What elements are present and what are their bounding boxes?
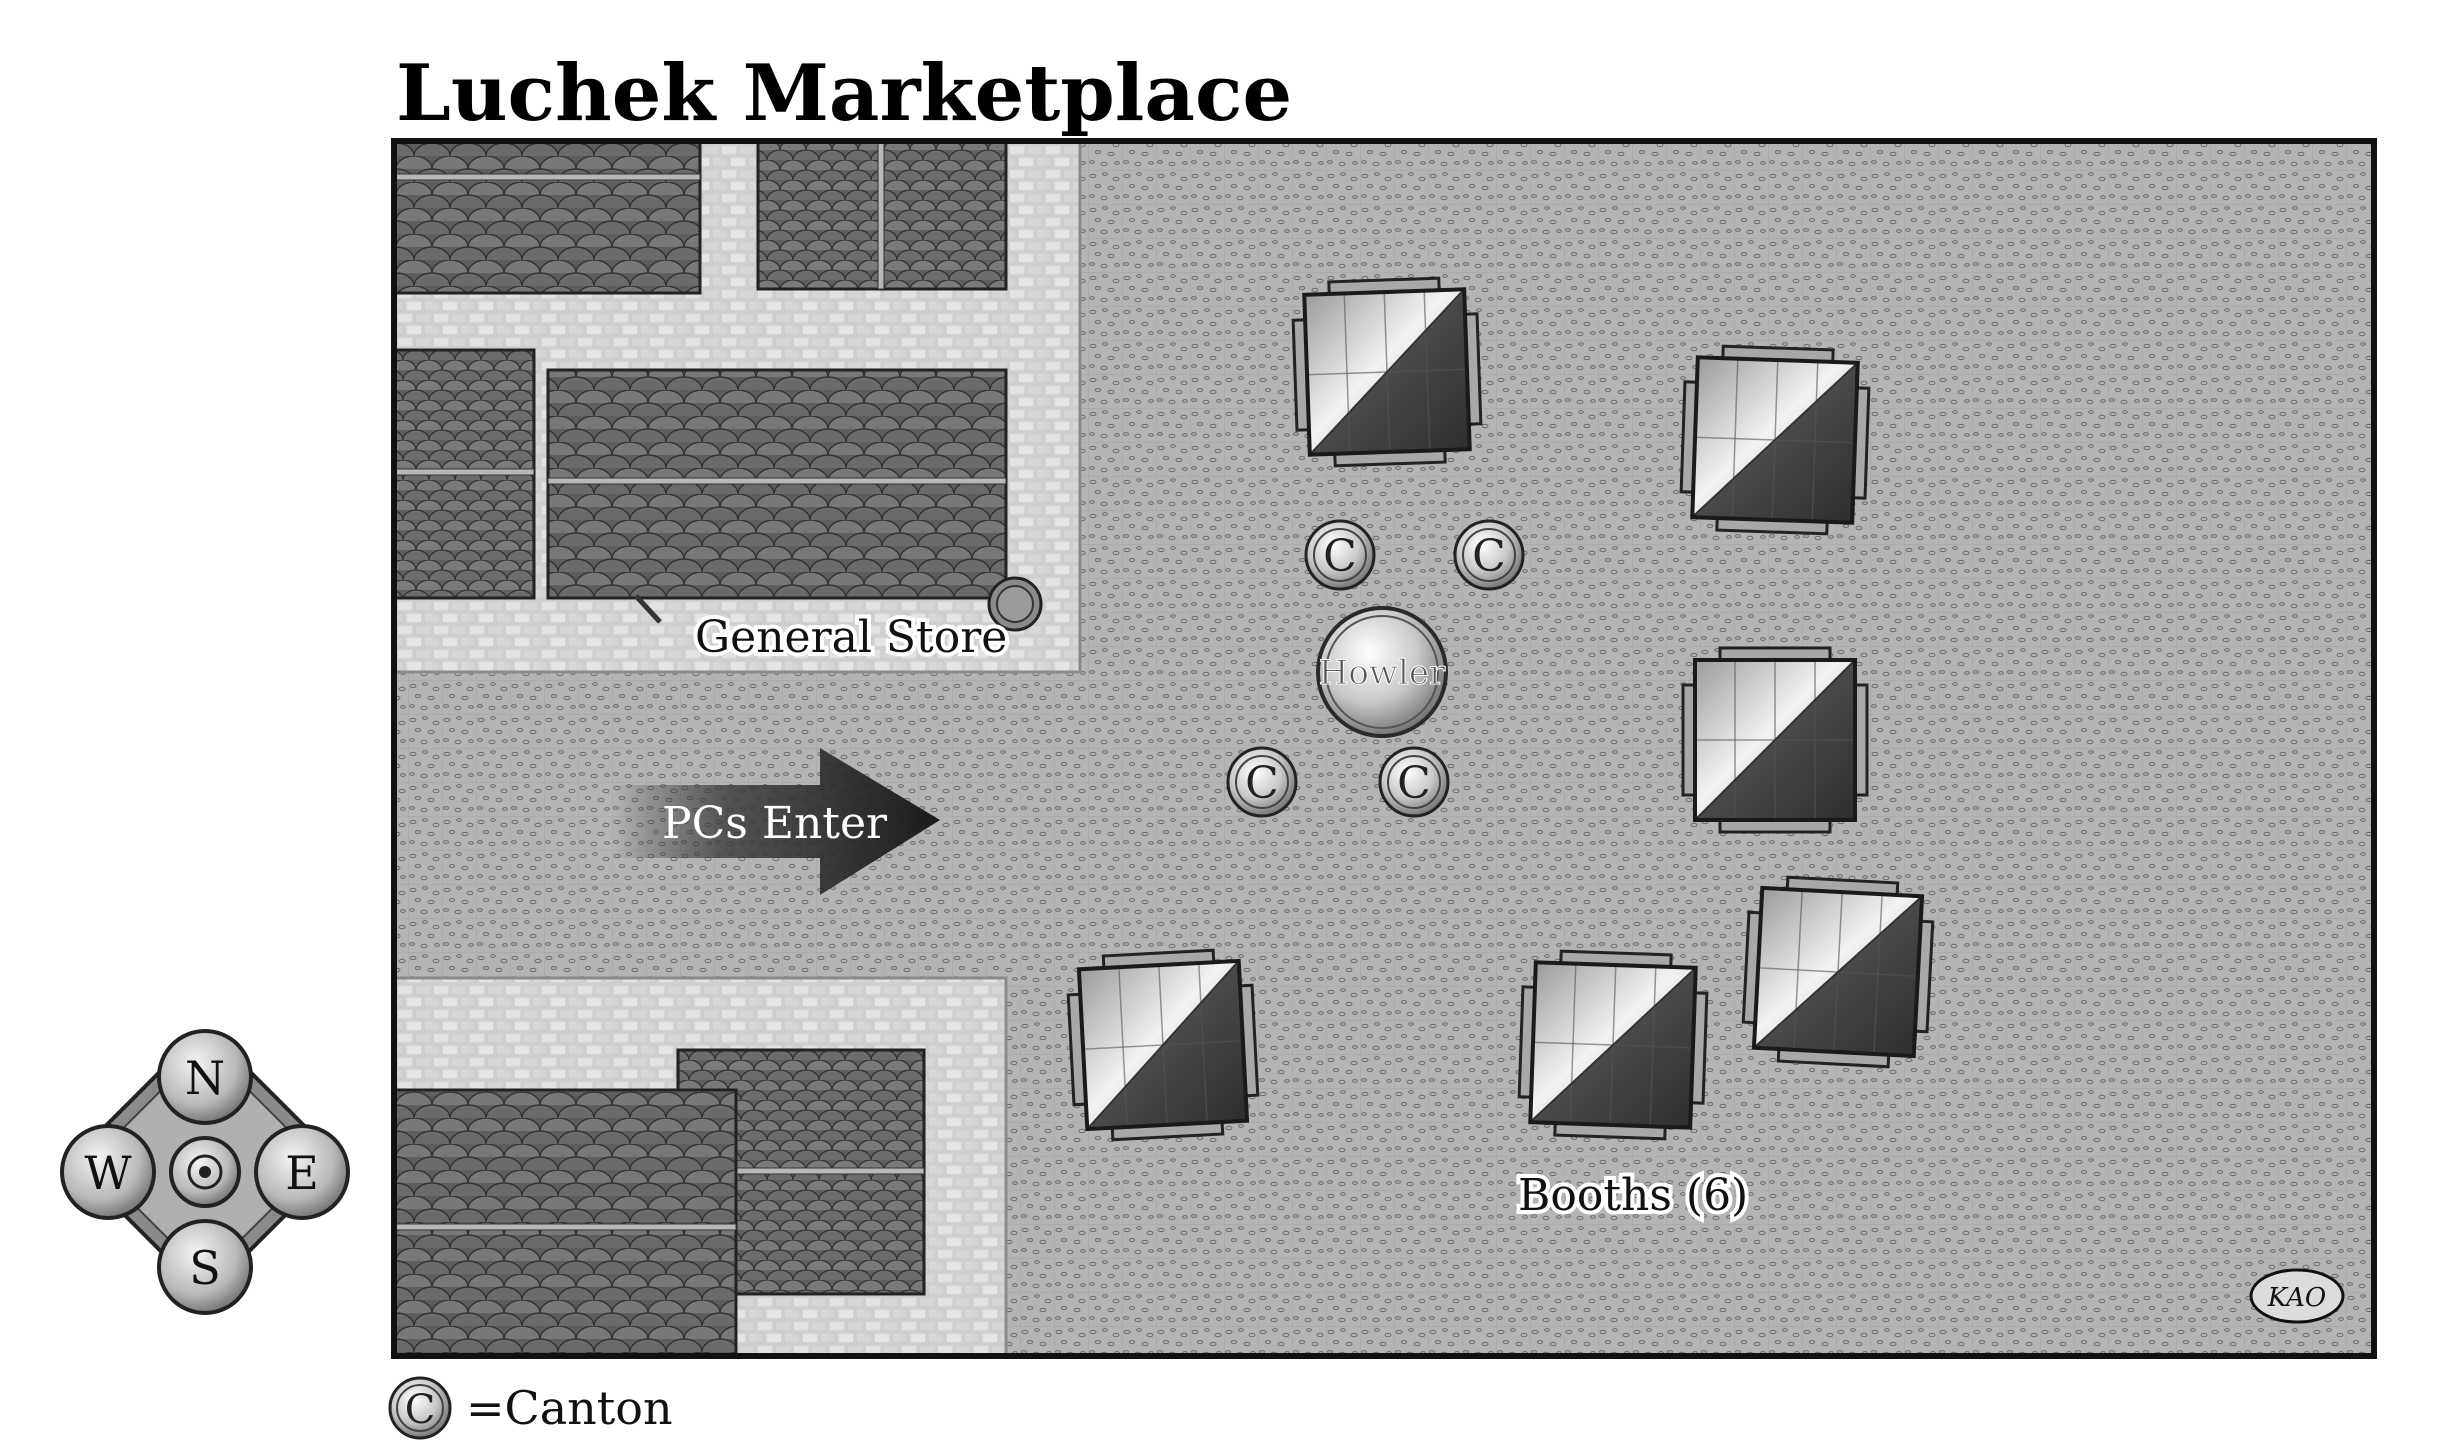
booth-1 [1291, 276, 1483, 468]
building-w-1 [394, 348, 536, 600]
compass-east-dial [254, 1124, 350, 1220]
map-border [391, 138, 2377, 1359]
general-store-label: General Store [695, 612, 1007, 663]
pcs-enter-label: PCs Enter [662, 798, 888, 849]
legend-canton-token: C [388, 1376, 452, 1440]
building-sw-1 [394, 1088, 738, 1356]
compass-s-label: S [189, 1241, 221, 1295]
canton-token-2: C [1453, 519, 1525, 591]
map-title: Luchek Marketplace [396, 48, 1292, 139]
compass-e-label: E [285, 1146, 319, 1200]
compass-rose: N S W E [60, 1029, 350, 1315]
compass-west-dial [60, 1124, 156, 1220]
legend: C =Canton [388, 1376, 673, 1440]
canton-token-symbol: C [1397, 758, 1431, 809]
store-barrel [987, 576, 1043, 632]
compass-n-label: N [185, 1051, 225, 1105]
booths-label: Booths (6) [1518, 1170, 1748, 1221]
pcs-enter-arrow [612, 748, 940, 895]
legend-canton-text: =Canton [466, 1381, 673, 1435]
howler-token: Howler [1316, 606, 1448, 738]
booth-5 [1517, 949, 1709, 1141]
canton-token-symbol: C [1245, 758, 1279, 809]
building-nw-2 [756, 141, 1008, 291]
canton-token-symbol: C [1323, 531, 1357, 582]
tokens: C C C C [1226, 519, 1525, 818]
compass-w-label: W [84, 1146, 132, 1200]
general-store-building [546, 368, 1008, 600]
canton-token-3: C [1226, 746, 1298, 818]
canton-token-1: C [1304, 519, 1376, 591]
booth-3 [1681, 646, 1869, 834]
store-sign-post [634, 594, 662, 624]
booth-6 [1741, 875, 1935, 1069]
canton-token-symbol: C [1472, 531, 1506, 582]
compass-north-dial [157, 1029, 253, 1125]
booth-4 [1066, 948, 1260, 1142]
signature-text: KAO [2267, 1283, 2326, 1313]
artist-signature: KAO [2249, 1268, 2345, 1324]
compass-south-dial [157, 1219, 253, 1315]
legend-canton-symbol: C [405, 1387, 436, 1433]
building-nw-1 [394, 141, 702, 295]
booth-2 [1679, 344, 1871, 536]
howler-label: Howler [1319, 653, 1446, 693]
booths [1066, 276, 1935, 1142]
canton-token-4: C [1378, 746, 1450, 818]
